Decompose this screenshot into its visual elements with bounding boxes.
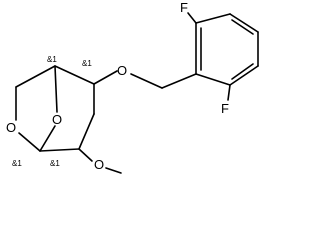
bond-o-bridge-c1 (39, 125, 56, 152)
bond-c5-c6 (15, 65, 56, 88)
bond-c1-c2 (39, 148, 80, 152)
bond-c2-o-methoxy (78, 148, 93, 162)
bond-c5-o-bridge (54, 65, 58, 113)
atom-label-o-methoxy: O (94, 157, 104, 172)
bond-c4-c5 (54, 65, 95, 85)
bond-o-methoxy-ch3 (105, 167, 122, 174)
stereo-label-c1: &1 (12, 159, 22, 168)
stereo-label-c4: &1 (82, 59, 92, 68)
bond-ar4-ar5-inner (231, 63, 254, 80)
bicyclic-skeleton (15, 65, 95, 152)
bond-ar4-ar5 (229, 65, 259, 86)
bond-ar5-ar6 (195, 73, 231, 86)
bond-ar5-f-bottom (227, 84, 231, 101)
bond-o-ring-c1 (18, 132, 41, 152)
bond-ar1-ar2 (195, 13, 231, 24)
atom-label-f-bottom: F (221, 101, 229, 116)
bond-ar1-f-top (187, 12, 197, 24)
atom-label-f-top: F (180, 0, 188, 15)
structure-canvas: F F O O O O &1 &1 &1 &1 (6, 0, 259, 174)
bond-ar2-ar3 (229, 13, 259, 33)
atom-label-o-ether: O (117, 63, 127, 78)
bond-o-ether-c4 (93, 70, 118, 85)
atom-label-o-bridge: O (52, 112, 62, 127)
bond-ar2-ar3-inner (231, 19, 254, 35)
bond-c2-c3 (78, 113, 95, 150)
stereo-label-c5: &1 (47, 55, 57, 64)
atom-label-o-ring: O (6, 120, 16, 135)
bond-ar6-ch2 (161, 73, 197, 89)
molecule-diagram: F F O O O O &1 &1 &1 &1 (6, 0, 259, 174)
aromatic-ring (195, 13, 259, 86)
stereo-label-c2: &1 (50, 159, 60, 168)
bond-ch2-o-ether (130, 73, 163, 89)
